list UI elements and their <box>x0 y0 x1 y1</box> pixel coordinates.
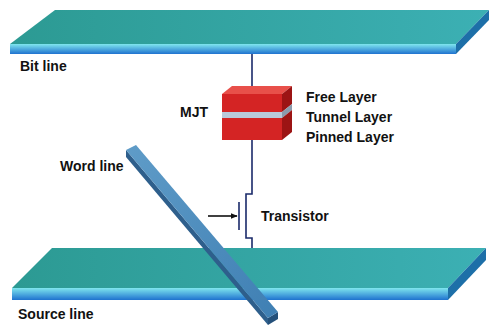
face <box>126 150 268 325</box>
face <box>222 118 282 140</box>
part-name: Bit line <box>20 58 67 74</box>
face <box>126 145 278 318</box>
layer-name: Tunnel Layer <box>306 109 392 125</box>
face <box>222 112 282 118</box>
symbol-stroke <box>246 182 252 252</box>
symbol-stroke <box>238 202 240 230</box>
layer-name: Free Layer <box>306 89 377 105</box>
transistor-symbol: Transistor <box>235 182 335 252</box>
face <box>282 110 292 140</box>
mtj-stack: MJT <box>180 84 310 146</box>
part-name: Transistor <box>261 208 329 224</box>
word-line-bar: Word line <box>60 140 285 327</box>
part-name: Word line <box>60 158 124 174</box>
signal-arrow <box>208 215 237 217</box>
part-name: Source line <box>18 306 93 322</box>
face <box>456 10 489 54</box>
bit-line-band-art <box>0 6 491 78</box>
part-name: MJT <box>180 104 208 120</box>
layer-name: Pinned Layer <box>306 129 394 145</box>
face <box>10 10 489 44</box>
face <box>448 248 486 300</box>
face <box>222 86 292 94</box>
face <box>222 94 282 112</box>
face <box>10 44 456 54</box>
bit-line-band: Bit line <box>0 6 491 78</box>
wire <box>251 140 253 182</box>
wire <box>251 54 253 90</box>
face <box>12 288 448 300</box>
